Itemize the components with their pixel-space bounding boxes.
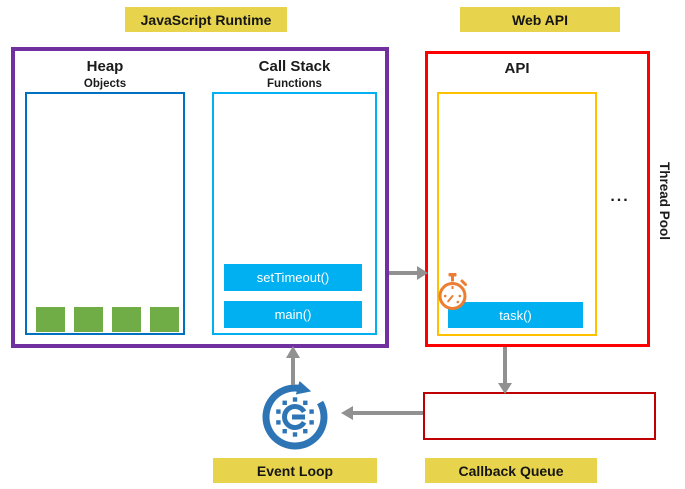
arrow-webapi-to-callback-head	[498, 383, 512, 394]
arrow-callback-to-eventloop-head	[341, 406, 353, 420]
heap-object-square	[36, 307, 65, 332]
event-loop-dots	[276, 397, 314, 437]
web-api-label: Web API	[460, 7, 620, 32]
heap-subtitle: Objects	[83, 78, 127, 90]
heap-object-square	[74, 307, 103, 332]
call-stack-subtitle: Functions	[267, 78, 322, 90]
arrow-eventloop-to-callstack-head	[286, 346, 300, 358]
api-task-bar: task()	[448, 302, 583, 328]
thread-pool-caption: Thread Pool	[657, 162, 672, 241]
stopwatch-icon	[438, 273, 467, 310]
api-title: API	[504, 60, 530, 77]
heap-objects-row	[36, 307, 181, 332]
stack-frame-main: main()	[224, 301, 362, 328]
heap-object-square	[112, 307, 141, 332]
arrow-runtime-to-webapi-head	[417, 266, 428, 280]
runtime-container	[11, 47, 389, 348]
web-api-container	[425, 51, 650, 347]
event-loop-icon	[262, 380, 328, 450]
event-loop-label: Event Loop	[213, 458, 377, 483]
arrow-runtime-to-webapi-line	[389, 271, 417, 275]
thread-pool-ellipsis: ...	[610, 188, 630, 205]
call-stack-box	[212, 92, 377, 335]
heap-box	[25, 92, 185, 335]
arrow-eventloop-to-callstack-line	[291, 357, 295, 385]
api-inner-box	[437, 92, 597, 336]
call-stack-title: Call Stack	[258, 58, 331, 75]
callback-queue-label: Callback Queue	[425, 458, 597, 483]
arrow-callback-to-eventloop-line	[353, 411, 423, 415]
heap-object-square	[150, 307, 179, 332]
javascript-runtime-label: JavaScript Runtime	[125, 7, 287, 32]
stack-frame-settimeout: setTimeout()	[224, 264, 362, 291]
heap-title: Heap	[86, 58, 124, 75]
callback-queue-box	[423, 392, 656, 440]
arrow-webapi-to-callback-line	[503, 347, 507, 383]
